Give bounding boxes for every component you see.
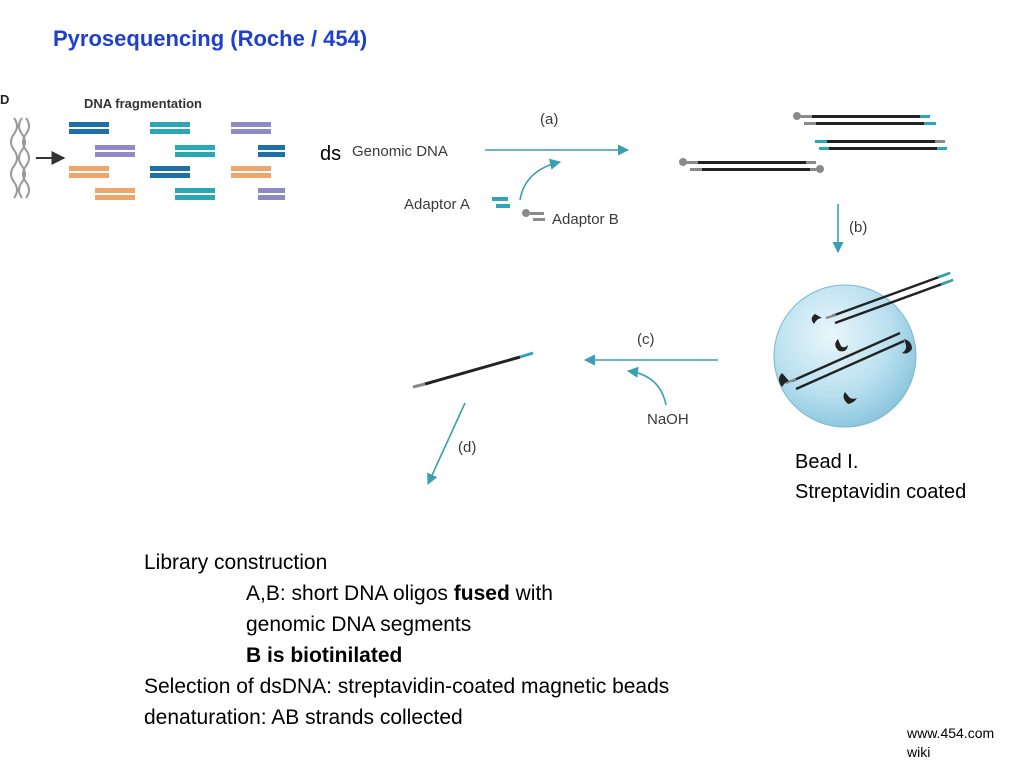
adaptor-a-label: Adaptor A: [404, 196, 470, 213]
fragment-orange: [95, 188, 135, 200]
step-b-label: (b): [849, 219, 867, 236]
notes-line: Library construction: [144, 551, 328, 574]
adaptor-a-icon: [492, 197, 510, 208]
genomic-dna-label: Genomic DNA: [352, 143, 448, 160]
dna-fragmentation-panel: D DNA fragmentation: [0, 92, 285, 200]
bead-caption-line1: Bead I.: [795, 451, 858, 473]
credit-line: www.454.com: [907, 725, 995, 741]
ligated-fragment: [679, 158, 824, 173]
single-strand: [412, 351, 534, 389]
notes-emphasis: B is biotinilated: [246, 644, 403, 667]
step-d-label: (d): [458, 439, 476, 456]
notes-emphasis: fused: [453, 582, 510, 605]
streptavidin-bead: [773, 271, 954, 428]
page-title: Pyrosequencing (Roche / 454): [53, 26, 368, 51]
ligated-fragment: [815, 140, 947, 150]
adaptor-b-label: Adaptor B: [552, 211, 619, 228]
fragment-purple: [258, 188, 285, 200]
corner-glyph: D: [0, 92, 9, 107]
adaptor-join-arrow: [519, 158, 562, 201]
ligated-fragment: [793, 112, 936, 125]
credit-line: wiki: [907, 744, 931, 760]
fragment-dark-blue: [150, 166, 190, 178]
naoh-arrow: [626, 366, 667, 406]
step-c-label: (c): [637, 331, 655, 348]
fragment-teal: [150, 122, 190, 134]
notes-line: B is biotinilated: [144, 640, 669, 671]
fragmentation-heading: DNA fragmentation: [84, 96, 202, 111]
fragment-orange: [69, 166, 109, 178]
dna-helix-icon: [10, 117, 30, 199]
bead-caption-line2: Streptavidin coated: [795, 481, 966, 503]
fragment-teal: [175, 145, 215, 157]
adaptor-b-icon: [522, 209, 545, 221]
fragment-orange: [231, 166, 271, 178]
notes-line: A,B: short DNA oligos fused with: [144, 578, 669, 609]
ds-label: ds: [320, 143, 341, 165]
notes-line: Selection of dsDNA: streptavidin-coated …: [144, 675, 670, 698]
notes-text: with: [509, 582, 553, 605]
source-credit: www.454.com wiki: [907, 724, 994, 762]
naoh-label: NaOH: [647, 411, 689, 428]
fragment-dark-blue: [69, 122, 109, 134]
step-a-label: (a): [540, 111, 558, 128]
notes-line: genomic DNA segments: [246, 613, 472, 636]
fragment-purple: [231, 122, 271, 134]
notes-text: A,B: short DNA oligos: [246, 582, 454, 605]
notes-block: Library construction A,B: short DNA olig…: [144, 547, 669, 733]
fragment-teal: [175, 188, 215, 200]
step-d-arrow: [427, 402, 466, 486]
notes-line: denaturation: AB strands collected: [144, 706, 463, 729]
fragment-dark-blue: [258, 145, 285, 157]
streptavidin-icon: [779, 314, 912, 404]
fragment-purple: [95, 145, 135, 157]
